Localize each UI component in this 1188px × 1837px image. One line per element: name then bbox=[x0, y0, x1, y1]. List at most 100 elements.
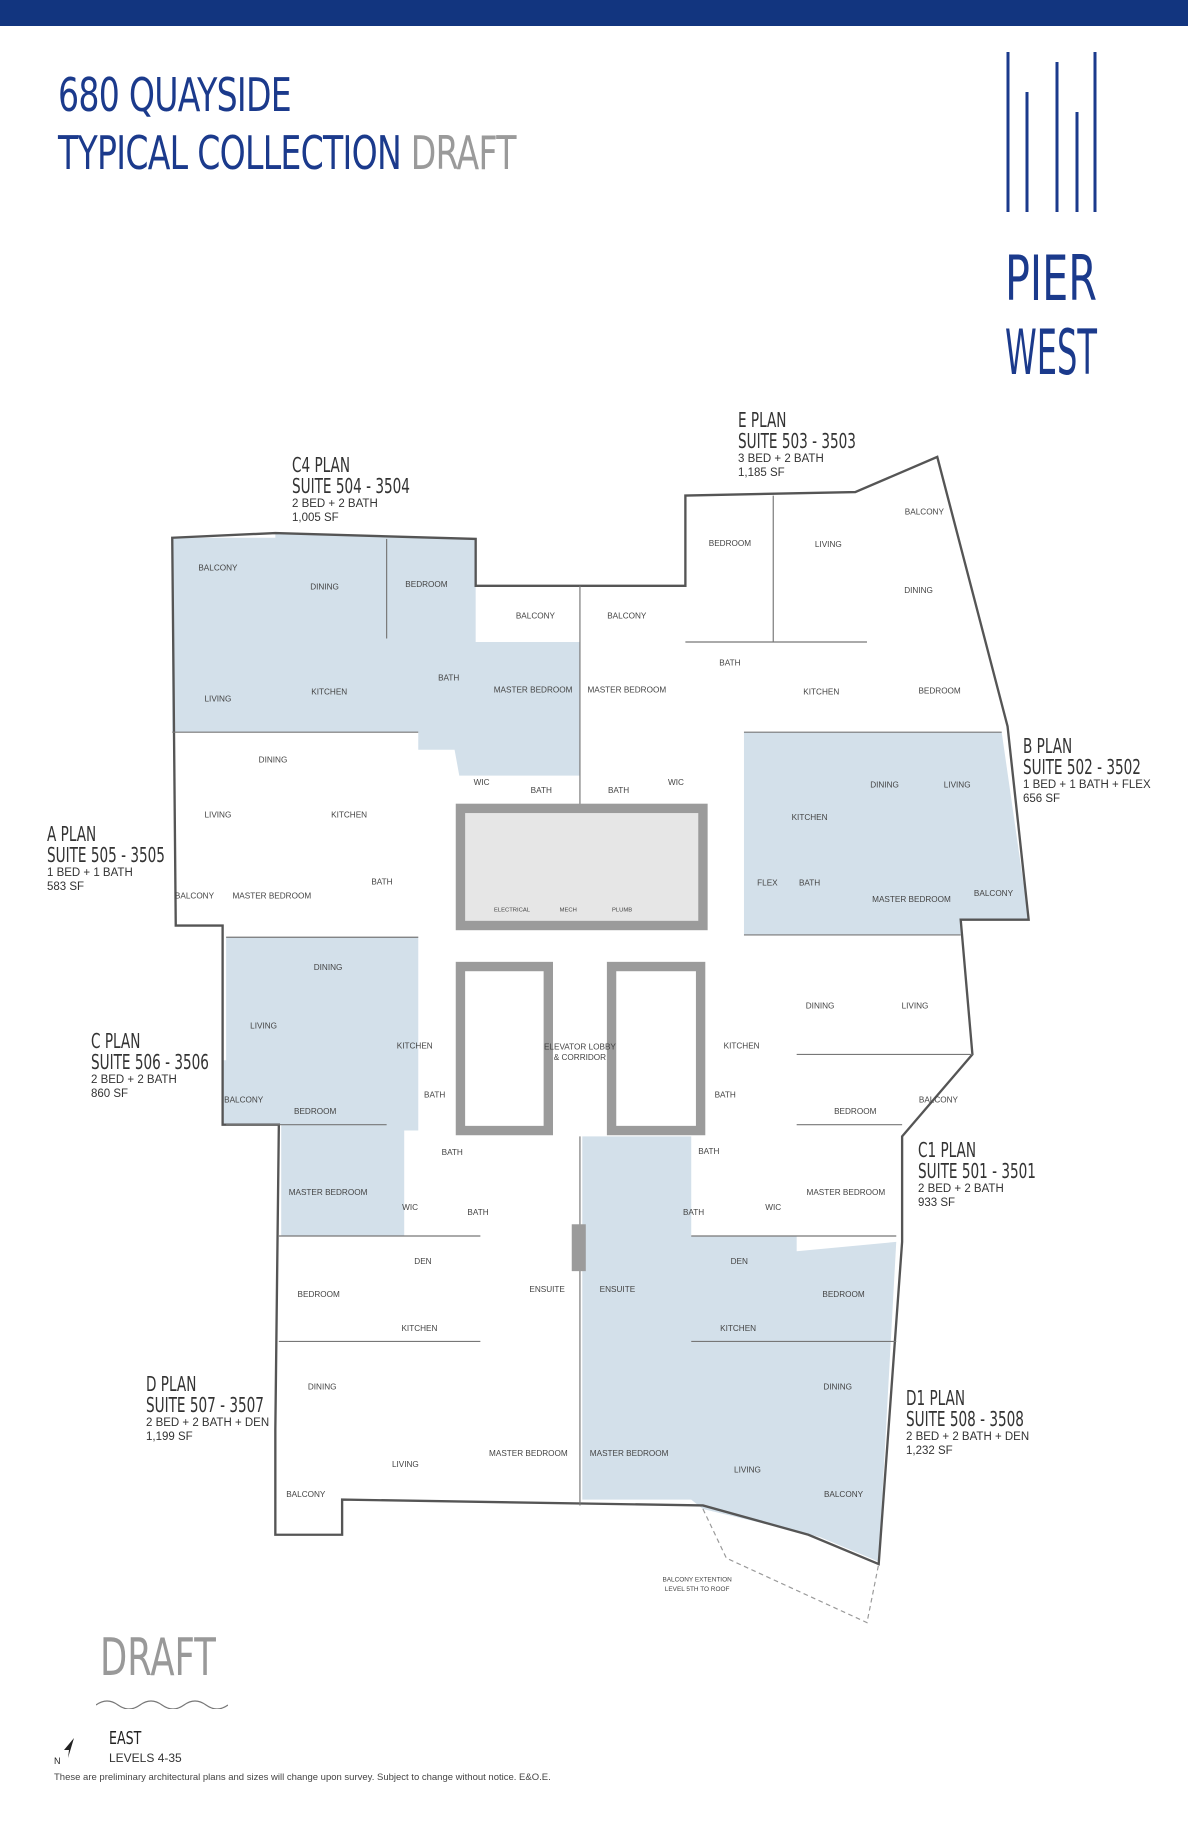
room-label: & CORRIDOR bbox=[554, 1053, 606, 1062]
room-label: DINING bbox=[308, 1382, 337, 1391]
title-draft: DRAFT bbox=[410, 126, 517, 180]
suite-number: SUITE 508 - 3508 bbox=[906, 1407, 1024, 1431]
building-outline bbox=[171, 455, 1030, 1566]
room-label: ELECTRICAL bbox=[494, 907, 531, 913]
room-label: WIC bbox=[668, 778, 684, 787]
room-label: BALCONY bbox=[516, 612, 556, 621]
bed-bath: 1 BED + 1 BATH bbox=[47, 867, 133, 879]
room-label: BATH bbox=[371, 878, 392, 887]
room-label: BALCONY EXTENTION bbox=[662, 1577, 732, 1584]
title-line-2: TYPICAL COLLECTION DRAFT bbox=[58, 124, 516, 182]
elevator-bank-right bbox=[606, 961, 706, 1136]
room-label: MASTER BEDROOM bbox=[494, 685, 573, 694]
plan-name: C1 PLAN bbox=[918, 1138, 977, 1162]
room-label: MASTER BEDROOM bbox=[807, 1188, 886, 1197]
plan-name: E PLAN bbox=[738, 408, 787, 432]
room-label: BEDROOM bbox=[918, 687, 960, 696]
room-label: WIC bbox=[402, 1203, 418, 1212]
room-label: BATH bbox=[467, 1208, 488, 1217]
room-label: BATH bbox=[683, 1208, 704, 1217]
room-label: DINING bbox=[310, 582, 339, 591]
svg-text:N: N bbox=[54, 1756, 61, 1766]
draft-stamp: DRAFT bbox=[100, 1628, 216, 1688]
pier-west-logo: PIER WEST bbox=[1005, 52, 1098, 377]
room-label: BEDROOM bbox=[294, 1107, 336, 1116]
suite-area: 1,005 SF bbox=[292, 512, 339, 524]
title-line-1: 680 QUAYSIDE bbox=[58, 68, 292, 122]
room-label: MASTER BEDROOM bbox=[587, 685, 666, 694]
suite-number: SUITE 507 - 3507 bbox=[146, 1393, 264, 1417]
room-label: BEDROOM bbox=[822, 1290, 864, 1299]
suite-area: 1,232 SF bbox=[906, 1445, 953, 1457]
room-label: LIVING bbox=[205, 811, 232, 820]
elevator-bank-left bbox=[455, 961, 553, 1136]
plan-name: C PLAN bbox=[91, 1029, 141, 1053]
room-label: DINING bbox=[823, 1382, 852, 1391]
plan-name: D1 PLAN bbox=[906, 1386, 966, 1410]
room-label: BATH bbox=[698, 1147, 719, 1156]
room-label: LIVING bbox=[815, 540, 842, 549]
room-label: KITCHEN bbox=[803, 688, 839, 697]
suite-area: 583 SF bbox=[47, 881, 85, 893]
room-label: WIC bbox=[474, 778, 490, 787]
room-label: LIVING bbox=[392, 1460, 419, 1469]
room-label: LEVEL 5TH TO ROOF bbox=[665, 1586, 730, 1593]
room-label: BATH bbox=[719, 658, 740, 667]
plan-name: C4 PLAN bbox=[292, 453, 351, 477]
room-label: DINING bbox=[870, 780, 899, 789]
room-label: BEDROOM bbox=[709, 539, 751, 548]
room-label: KITCHEN bbox=[792, 813, 828, 822]
page-title: 680 QUAYSIDE TYPICAL COLLECTION DRAFT bbox=[58, 66, 516, 182]
room-label: ENSUITE bbox=[529, 1285, 565, 1294]
bed-bath: 2 BED + 2 BATH bbox=[918, 1183, 1004, 1195]
room-label: LIVING bbox=[944, 780, 971, 789]
balcony-extension-outline bbox=[702, 1508, 880, 1624]
room-label: ELEVATOR LOBBY bbox=[544, 1043, 616, 1052]
orientation-label: EAST bbox=[109, 1728, 142, 1749]
plan-name: A PLAN bbox=[47, 822, 97, 846]
room-label: BEDROOM bbox=[834, 1107, 876, 1116]
room-label: BALCONY bbox=[607, 612, 647, 621]
disclaimer: These are preliminary architectural plan… bbox=[54, 1772, 551, 1783]
suite-area: 1,199 SF bbox=[146, 1431, 193, 1443]
suite-number: SUITE 506 - 3506 bbox=[91, 1050, 209, 1074]
room-label: WIC bbox=[765, 1203, 781, 1212]
room-label: MASTER BEDROOM bbox=[489, 1449, 568, 1458]
room-label: BATH bbox=[438, 674, 459, 683]
room-label: MECH bbox=[560, 907, 577, 913]
room-label: DINING bbox=[904, 586, 933, 595]
room-label: BALCONY bbox=[824, 1490, 864, 1499]
room-label: LIVING bbox=[734, 1466, 761, 1475]
wave-divider bbox=[96, 1700, 228, 1709]
logo-text-west: WEST bbox=[1005, 316, 1098, 377]
room-label: BALCONY bbox=[198, 564, 238, 573]
room-label: DINING bbox=[259, 756, 288, 765]
suite-number: SUITE 502 - 3502 bbox=[1023, 755, 1141, 779]
room-label: KITCHEN bbox=[311, 688, 347, 697]
bed-bath: 3 BED + 2 BATH bbox=[738, 453, 824, 465]
suite-number: SUITE 501 - 3501 bbox=[918, 1159, 1036, 1183]
bed-bath: 2 BED + 2 BATH + DEN bbox=[906, 1431, 1030, 1443]
room-label: BATH bbox=[442, 1148, 463, 1157]
room-label: BALCONY bbox=[905, 507, 945, 516]
room-label: LIVING bbox=[250, 1022, 277, 1031]
plan-name: B PLAN bbox=[1023, 734, 1073, 758]
suite-c-area bbox=[222, 937, 419, 1236]
room-label: BALCONY bbox=[286, 1490, 326, 1499]
room-label: BEDROOM bbox=[405, 580, 447, 589]
room-label: BALCONY bbox=[974, 889, 1014, 898]
room-label: ENSUITE bbox=[600, 1285, 636, 1294]
title-collection: TYPICAL COLLECTION bbox=[58, 126, 402, 180]
plan-name: D PLAN bbox=[146, 1372, 197, 1396]
room-label: LIVING bbox=[205, 695, 232, 704]
stair-core bbox=[455, 803, 708, 931]
room-label: BALCONY bbox=[175, 892, 215, 901]
room-label: KITCHEN bbox=[397, 1042, 433, 1051]
suite-area: 933 SF bbox=[918, 1197, 956, 1209]
room-label: MASTER BEDROOM bbox=[872, 895, 951, 904]
